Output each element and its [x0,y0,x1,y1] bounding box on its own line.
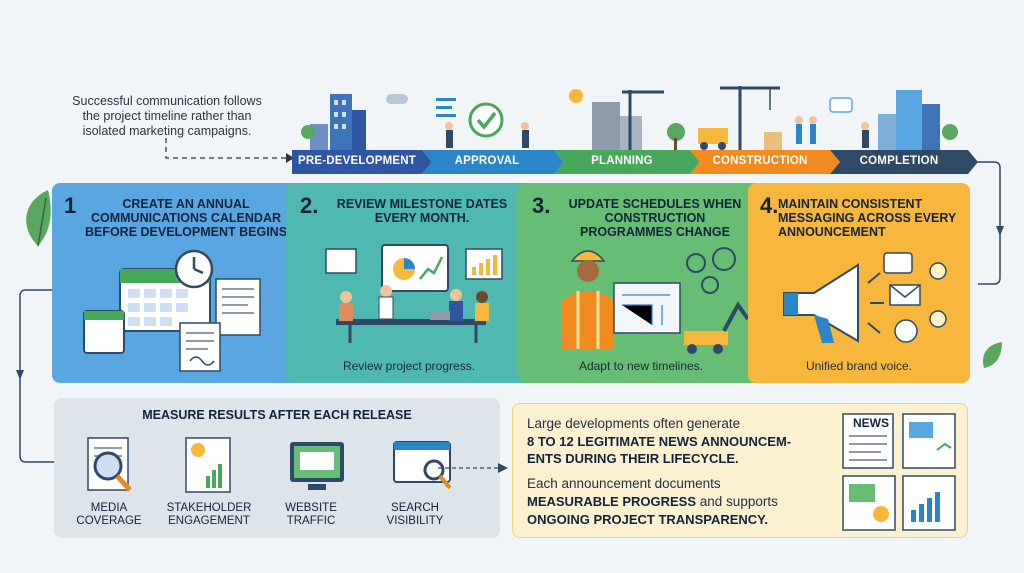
media-coverage-icon [87,437,132,492]
arrow-to-news [438,463,508,473]
metric-search-visibility: SEARCH VISIBILITY [370,502,460,528]
phase-label-approval: APPROVAL [454,155,520,167]
step-panel-1: 1 CREATE AN ANNUAL COMMUNICATIONS CALEND… [52,183,300,383]
phase-segment [422,150,564,174]
stakeholder-engagement-icon [185,437,231,493]
loop-arrow [16,289,54,463]
step-panel-4: 4. MAINTAIN CONSISTENT MESSAGING ACROSS … [748,183,970,383]
team-meeting-icon [325,244,503,343]
step-number: 3. [532,193,551,218]
news-highlight: ONGOING PROJECT TRANSPARENCY. [527,512,769,527]
step-title-line: ANNOUNCEMENT [778,225,886,239]
intro-line: isolated marketing campaigns. [82,124,252,138]
step-title-line: EVERY MONTH. [374,211,470,225]
step-number: 1 [64,193,77,218]
step-title: MAINTAIN CONSISTENT MESSAGING ACROSS EVE… [778,197,964,239]
measure-title: MEASURE RESULTS AFTER EACH RELEASE [142,408,412,422]
leaf-decoration-icon [982,342,1002,368]
metric-label-line: COVERAGE [76,515,142,527]
news-documents-icon [842,413,956,531]
metric-label-line: TRAFFIC [286,515,336,527]
step-title-line: PROGRAMMES CHANGE [579,225,730,239]
metric-label-line: VISIBILITY [386,515,444,527]
project-timeline-skyline-illustration [301,86,958,150]
metric-label-line: SEARCH [391,502,439,514]
dashed-connector [165,138,294,163]
metric-label-line: STAKEHOLDER [166,502,252,514]
news-text: Large developments often generate [527,416,741,431]
metric-label-line: WEBSITE [285,502,337,514]
step-caption: Adapt to new timelines. [578,359,704,373]
step-caption: Review project progress. [342,359,476,373]
phase-label-completion: COMPLETION [859,155,939,167]
phase-label-pre-development: PRE-DEVELOPMENT [297,155,416,167]
measure-icons [87,437,452,493]
phase-arrows [292,150,978,174]
step-title-line: MAINTAIN CONSISTENT [778,197,923,211]
step-title: UPDATE SCHEDULES WHEN CONSTRUCTION PROGR… [552,197,758,239]
metric-label-line: ENGAGEMENT [168,515,250,527]
news-highlight: 8 TO 12 LEGITIMATE NEWS ANNOUNCEM- [527,434,792,449]
step-title: REVIEW MILESTONE DATES EVERY MONTH. [318,197,526,225]
calendar-clock-documents-icon [83,249,261,372]
intro-text: Successful communication follows the pro… [52,94,282,139]
news-text: Each announcement documents [527,476,721,491]
megaphone-icon [783,252,947,343]
step-title-line: COMMUNICATIONS CALENDAR [90,211,282,225]
metric-media-coverage: MEDIA COVERAGE [64,502,154,528]
news-highlight: ENTS DURING THEIR LIFECYCLE. [527,451,739,466]
step-title-line: UPDATE SCHEDULES WHEN [568,197,742,211]
step-panel-2: 2. REVIEW MILESTONE DATES EVERY MONTH. R… [286,183,532,383]
metric-stakeholder-engagement: STAKEHOLDER ENGAGEMENT [164,502,254,528]
step-caption: Unified brand voice. [805,359,913,373]
website-traffic-icon [290,442,344,490]
step-title: CREATE AN ANNUAL COMMUNICATIONS CALENDAR… [78,197,294,239]
phase-label-construction: CONSTRUCTION [712,155,808,167]
step-title-line: BEFORE DEVELOPMENT BEGINS [84,225,288,239]
construction-worker-plans-icon [562,247,750,354]
news-text-mixed: MEASURABLE PROGRESS and supports [527,494,778,509]
intro-line: the project timeline rather than [82,109,252,123]
measure-results-box: MEASURE RESULTS AFTER EACH RELEASE MEDIA [54,398,500,538]
search-visibility-icon [393,441,452,490]
metric-label-line: MEDIA [90,502,128,514]
news-text: and supports [696,494,778,509]
metric-website-traffic: WEBSITE TRAFFIC [266,502,356,528]
intro-line: Successful communication follows [72,94,262,108]
news-badge: NEWS [853,416,889,430]
phase-timeline-bar: PRE-DEVELOPMENT APPROVAL PLANNING CONSTR… [292,150,978,174]
phase-segment [292,150,432,174]
phase-segment [830,150,978,174]
step-number: 2. [300,193,319,218]
step-panel-3: 3. UPDATE SCHEDULES WHEN CONSTRUCTION PR… [518,183,764,383]
news-announcements-box: Large developments often generate 8 TO 1… [512,403,968,538]
phase-segment [690,150,840,174]
step-number: 4. [760,193,779,218]
step-title-line: MESSAGING ACROSS EVERY [778,211,957,225]
loop-arrow [970,161,1004,285]
phase-segment [554,150,700,174]
leaf-decoration-icon [26,190,51,247]
step-title-line: CONSTRUCTION [604,211,706,225]
step-title-line: CREATE AN ANNUAL [122,197,250,211]
news-highlight: MEASURABLE PROGRESS [527,494,697,509]
phase-label-planning: PLANNING [591,155,653,167]
step-title-line: REVIEW MILESTONE DATES [336,197,508,211]
